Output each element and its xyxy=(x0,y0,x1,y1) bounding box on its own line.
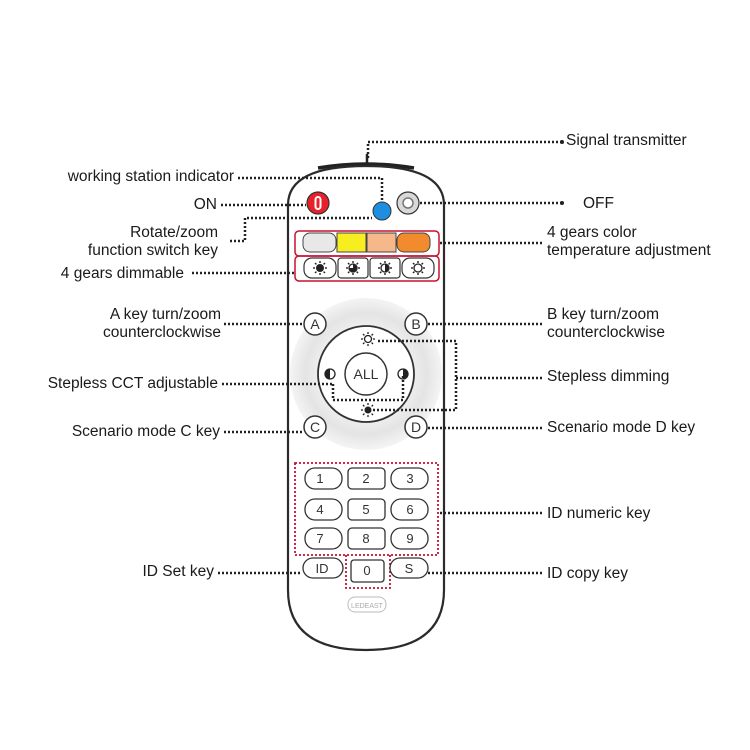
svg-text:S: S xyxy=(405,561,414,576)
dimmable-keys xyxy=(303,257,435,279)
a-key[interactable]: A xyxy=(303,312,327,336)
label-signal-transmitter: Signal transmitter xyxy=(566,132,687,149)
on-button[interactable] xyxy=(306,191,330,215)
cct-left-icon xyxy=(324,368,336,380)
svg-text:4: 4 xyxy=(316,502,323,517)
label-stepless-cct: Stepless CCT adjustable xyxy=(47,375,218,392)
num-key-6[interactable]: 6 xyxy=(390,498,429,521)
sun-empty-icon xyxy=(411,261,425,275)
cct-right-icon xyxy=(397,368,409,380)
svg-text:1: 1 xyxy=(316,471,323,486)
svg-text:C: C xyxy=(310,419,320,435)
num-key-8[interactable]: 8 xyxy=(347,527,386,550)
svg-text:2: 2 xyxy=(362,471,369,486)
label-b-key: B key turn/zoom counterclockwise xyxy=(547,306,665,342)
c-key[interactable]: C xyxy=(303,415,327,439)
label-a-key-line2: counterclockwise xyxy=(102,324,221,341)
leader-dots xyxy=(560,140,564,205)
color-temp-key-4[interactable] xyxy=(396,232,431,253)
label-off: OFF xyxy=(583,195,614,212)
label-scenario-d: Scenario mode D key xyxy=(547,419,696,436)
label-on: ON xyxy=(193,196,217,213)
dimmable-highlight xyxy=(294,255,440,282)
id-copy-key[interactable]: S xyxy=(389,557,429,579)
brand-logo: LEDEAST xyxy=(347,596,387,613)
id-set-key[interactable]: ID xyxy=(302,557,344,579)
svg-text:ALL: ALL xyxy=(354,366,379,382)
color-temp-key-3[interactable] xyxy=(366,232,397,253)
label-working-station-indicator: working station indicator xyxy=(67,168,234,185)
num-key-9[interactable]: 9 xyxy=(390,527,429,550)
num-key-2[interactable]: 2 xyxy=(347,467,386,490)
numeric-keys: 1 2 3 4 5 6 7 8 9 ID 0 S xyxy=(302,467,429,583)
num-key-0[interactable]: 0 xyxy=(350,559,385,583)
svg-text:LEDEAST: LEDEAST xyxy=(351,603,384,610)
svg-text:8: 8 xyxy=(362,531,369,546)
label-id-copy: ID copy key xyxy=(547,565,628,582)
id-numeric-highlight xyxy=(294,462,439,556)
label-rotate-zoom-line2: function switch key xyxy=(87,242,218,259)
all-key[interactable]: ALL xyxy=(344,352,388,396)
label-b-key-line1: B key turn/zoom xyxy=(547,306,659,323)
off-button[interactable] xyxy=(396,191,420,215)
svg-text:A: A xyxy=(310,316,320,332)
label-dimmable: 4 gears dimmable xyxy=(60,265,184,282)
num-key-4[interactable]: 4 xyxy=(304,498,343,521)
b-key[interactable]: B xyxy=(404,312,428,336)
label-color-temp-line1: 4 gears color xyxy=(547,224,637,241)
svg-text:5: 5 xyxy=(362,502,369,517)
color-temp-key-1[interactable] xyxy=(302,232,337,253)
sun-three-quarter-icon xyxy=(346,261,360,275)
label-color-temp: 4 gears color temperature adjustment xyxy=(547,224,711,260)
label-rotate-zoom-line1: Rotate/zoom xyxy=(130,224,218,241)
sun-top-icon xyxy=(361,332,375,346)
svg-text:B: B xyxy=(411,316,420,332)
label-scenario-c: Scenario mode C key xyxy=(71,423,220,440)
d-key[interactable]: D xyxy=(404,415,428,439)
leader-lines xyxy=(192,140,562,575)
label-stepless-dimming: Stepless dimming xyxy=(547,368,670,385)
label-a-key: A key turn/zoom counterclockwise xyxy=(103,306,221,342)
label-id-numeric: ID numeric key xyxy=(547,505,651,522)
label-color-temp-line2: temperature adjustment xyxy=(547,242,711,259)
svg-text:3: 3 xyxy=(406,471,413,486)
num-key-3[interactable]: 3 xyxy=(390,467,429,490)
svg-text:D: D xyxy=(411,419,421,435)
num-key-7[interactable]: 7 xyxy=(304,527,343,550)
sun-half-icon xyxy=(378,261,392,275)
label-a-key-line1: A key turn/zoom xyxy=(109,306,221,323)
label-id-set: ID Set key xyxy=(142,563,215,580)
sun-full-icon xyxy=(313,261,327,275)
num-key-1[interactable]: 1 xyxy=(304,467,343,490)
svg-text:0: 0 xyxy=(363,563,370,578)
label-rotate-zoom: Rotate/zoom function switch key xyxy=(88,224,218,260)
svg-text:6: 6 xyxy=(406,502,413,517)
num-key-5[interactable]: 5 xyxy=(347,498,386,521)
svg-text:9: 9 xyxy=(406,531,413,546)
svg-text:7: 7 xyxy=(316,531,323,546)
working-station-indicator xyxy=(372,201,392,221)
svg-text:ID: ID xyxy=(316,561,329,576)
label-b-key-line2: counterclockwise xyxy=(547,324,666,341)
color-temp-key-2[interactable] xyxy=(336,232,367,253)
